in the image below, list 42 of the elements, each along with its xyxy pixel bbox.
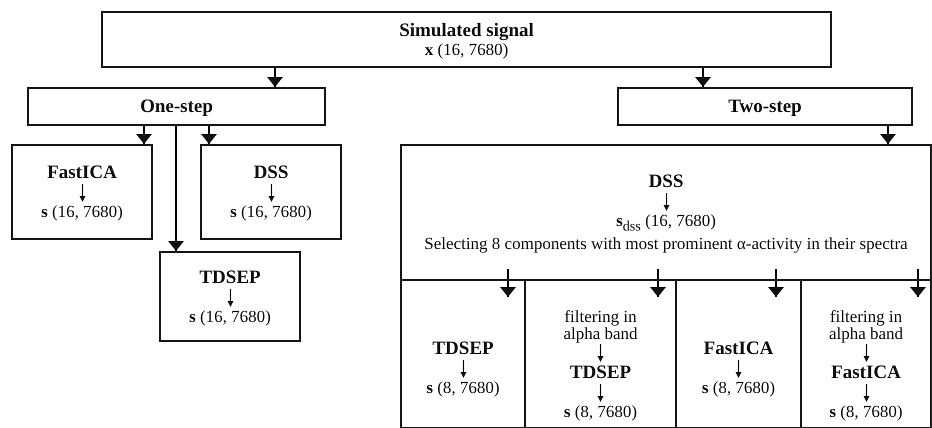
method-box <box>800 279 932 428</box>
method-title: DSS <box>254 163 288 184</box>
method-title: FastICA <box>831 363 901 384</box>
method-title: DSS <box>648 172 684 192</box>
method-box <box>400 279 526 428</box>
step-note: filtering in alpha band <box>562 308 639 344</box>
signal-box <box>101 11 832 68</box>
output-label: s (8, 7680) <box>426 379 500 397</box>
arrow <box>910 269 926 297</box>
method-box <box>159 251 301 342</box>
output-label: s (8, 7680) <box>564 403 638 421</box>
step-note: filtering in alpha band <box>828 308 904 344</box>
output-label: s (16, 7680) <box>189 308 271 326</box>
output-label: x (16, 7680) <box>424 40 508 58</box>
process-box <box>400 144 932 281</box>
arrow <box>136 126 152 144</box>
output-label: s (8, 7680) <box>829 403 903 421</box>
arrow <box>267 68 283 87</box>
method-title: FastICA <box>47 163 117 184</box>
arrow <box>768 269 784 297</box>
method-title: TDSEP <box>199 268 261 288</box>
arrow <box>201 126 217 144</box>
method-title: One-step <box>140 96 213 116</box>
arrow <box>168 126 184 251</box>
method-title: TDSEP <box>570 363 632 384</box>
output-label: s (16, 7680) <box>230 203 312 221</box>
stage-box <box>617 87 913 126</box>
method-title: Simulated signal <box>399 20 534 41</box>
method-box <box>11 144 153 240</box>
arrow <box>695 68 711 87</box>
arrow <box>650 269 666 297</box>
method-title: Two-step <box>728 96 802 116</box>
step-note: Selecting 8 components with most prominent α-activity in their spectra <box>424 234 908 253</box>
method-title: TDSEP <box>432 339 494 360</box>
output-label: s (16, 7680) <box>41 203 123 221</box>
method-title: FastICA <box>704 339 774 360</box>
arrow <box>880 126 896 144</box>
stage-box <box>27 87 326 126</box>
method-box <box>200 144 342 240</box>
arrow <box>500 269 516 297</box>
output-label: s$_{dss}$ (16, 7680) <box>616 212 716 235</box>
output-label: s (8, 7680) <box>702 379 776 397</box>
